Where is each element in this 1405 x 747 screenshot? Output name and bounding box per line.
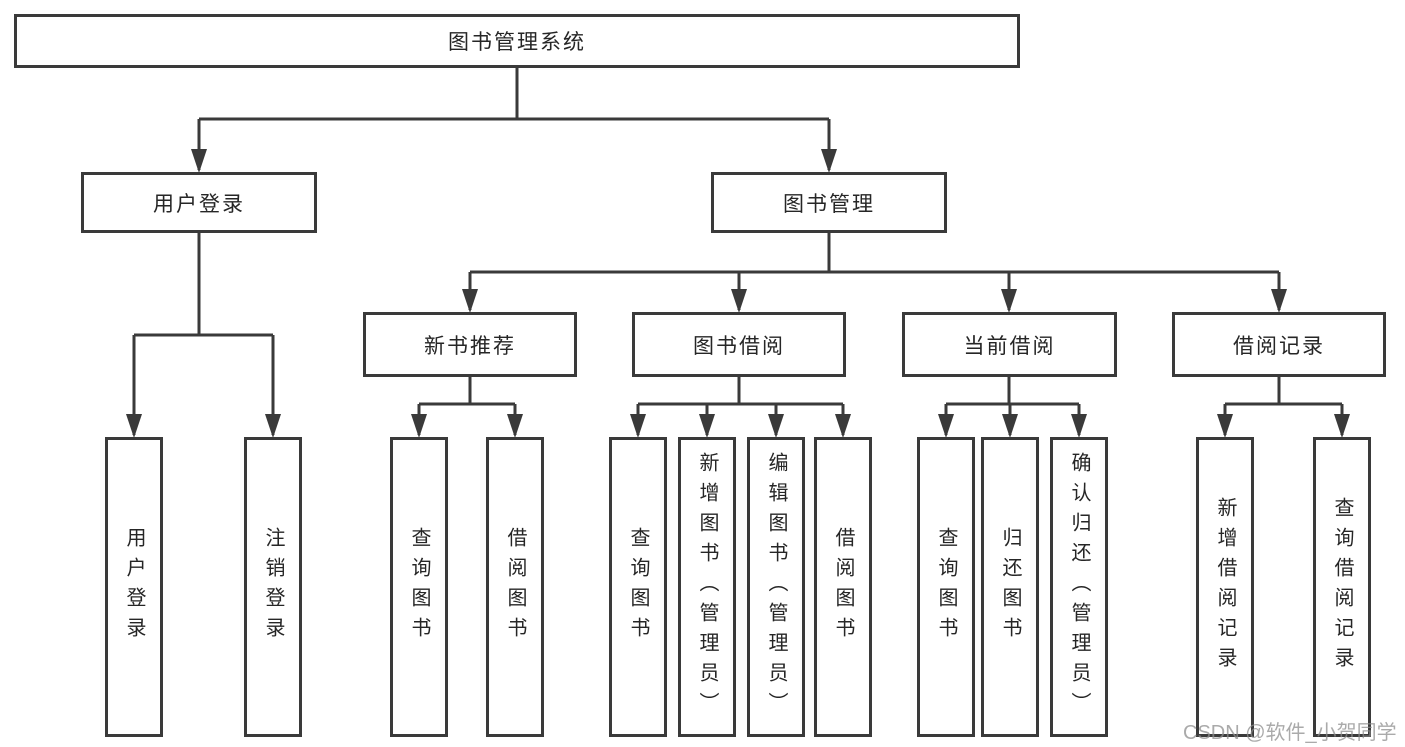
node-label: 借阅图书 — [832, 527, 854, 647]
node-label: 注销登录 — [262, 527, 284, 647]
node-label: 图书管理 — [783, 192, 875, 216]
node-label: 确认归还（管理员） — [1068, 452, 1090, 722]
node-label: 查询图书 — [627, 527, 649, 647]
node-label: 查询借阅记录 — [1331, 497, 1353, 677]
leaf-return-books: 归还图书 — [981, 437, 1039, 737]
node-borrowing-records: 借阅记录 — [1172, 312, 1386, 377]
leaf-borrow-books-recommend: 借阅图书 — [486, 437, 544, 737]
node-label: 借阅图书 — [504, 527, 526, 647]
node-new-book-recommendation: 新书推荐 — [363, 312, 577, 377]
node-label: 用户登录 — [153, 192, 245, 216]
leaf-query-books-recommend: 查询图书 — [390, 437, 448, 737]
node-library-management-system: 图书管理系统 — [14, 14, 1020, 68]
node-label: 查询图书 — [935, 527, 957, 647]
node-user-login: 用户登录 — [81, 172, 317, 233]
leaf-logout: 注销登录 — [244, 437, 302, 737]
node-label: 用户登录 — [123, 527, 145, 647]
leaf-user-login: 用户登录 — [105, 437, 163, 737]
node-book-management: 图书管理 — [711, 172, 947, 233]
leaf-confirm-return-admin: 确认归还（管理员） — [1050, 437, 1108, 737]
leaf-add-books-admin: 新增图书（管理员） — [678, 437, 736, 737]
node-label: 新书推荐 — [424, 334, 516, 358]
node-label: 归还图书 — [999, 527, 1021, 647]
csdn-watermark: CSDN @软件_小贺同学 — [1183, 722, 1397, 744]
node-current-borrowing: 当前借阅 — [902, 312, 1117, 377]
leaf-add-borrow-record: 新增借阅记录 — [1196, 437, 1254, 737]
node-book-borrowing: 图书借阅 — [632, 312, 846, 377]
node-label: 查询图书 — [408, 527, 430, 647]
leaf-query-books-current: 查询图书 — [917, 437, 975, 737]
leaf-query-books-borrowing: 查询图书 — [609, 437, 667, 737]
node-label: 图书借阅 — [693, 334, 785, 358]
leaf-borrow-books-borrowing: 借阅图书 — [814, 437, 872, 737]
node-label: 新增借阅记录 — [1214, 497, 1236, 677]
node-label: 新增图书（管理员） — [696, 452, 718, 722]
leaf-query-borrow-record: 查询借阅记录 — [1313, 437, 1371, 737]
node-label: 借阅记录 — [1233, 334, 1325, 358]
node-label: 当前借阅 — [963, 334, 1056, 358]
leaf-edit-books-admin: 编辑图书（管理员） — [747, 437, 805, 737]
node-label: 编辑图书（管理员） — [765, 452, 787, 722]
node-label: 图书管理系统 — [448, 31, 586, 54]
